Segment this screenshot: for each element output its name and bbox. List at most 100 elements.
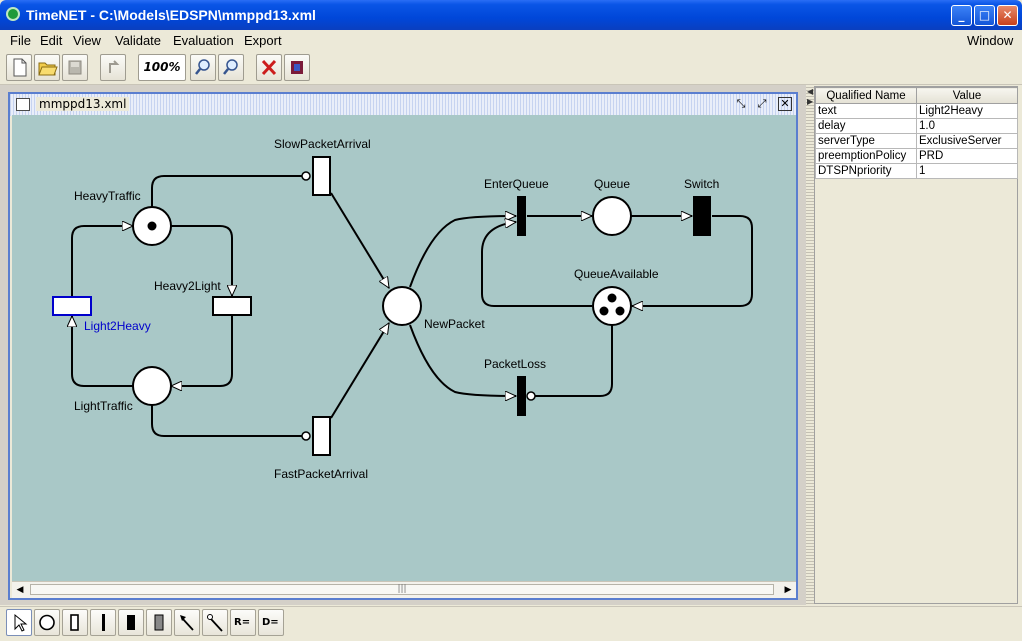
arc-light-to-fast[interactable] bbox=[151, 405, 302, 437]
element-palette: R= D= bbox=[0, 606, 1022, 641]
zoom-out-button[interactable] bbox=[218, 54, 244, 81]
exponential-transition-button[interactable] bbox=[62, 609, 88, 636]
menu-bar: File Edit View Validate Evaluation Expor… bbox=[0, 30, 1022, 53]
close-frame-icon[interactable]: ✕ bbox=[778, 97, 792, 111]
arc-newpacket-to-loss[interactable] bbox=[409, 324, 516, 396]
column-header-qualified-name[interactable]: Qualified Name bbox=[815, 87, 917, 104]
minimize-button[interactable]: _ bbox=[951, 5, 972, 26]
arc-slow-to-newpacket[interactable] bbox=[330, 192, 390, 288]
property-value[interactable]: Light2Heavy bbox=[916, 103, 1018, 119]
arc-switch-to-qavail[interactable] bbox=[632, 215, 753, 306]
general-transition-icon bbox=[154, 614, 164, 631]
delete-icon bbox=[261, 59, 277, 76]
label-light-traffic: LightTraffic bbox=[74, 399, 133, 413]
label-fast-packet-arrival: FastPacketArrival bbox=[274, 467, 368, 481]
document-icon bbox=[16, 98, 30, 111]
table-row[interactable]: serverType ExclusiveServer bbox=[815, 133, 1018, 149]
menu-window[interactable]: Window bbox=[967, 33, 1014, 48]
arc-fast-to-newpacket[interactable] bbox=[330, 323, 390, 419]
title-bar: TimeNET - C:\Models\EDSPN\mmppd13.xml _ … bbox=[0, 0, 1022, 30]
property-value[interactable]: ExclusiveServer bbox=[916, 133, 1018, 149]
label-switch: Switch bbox=[684, 177, 719, 191]
place-heavy-traffic[interactable] bbox=[132, 206, 172, 246]
zoom-level-field[interactable]: 100% bbox=[138, 54, 186, 81]
zoom-out-icon bbox=[223, 59, 238, 75]
close-button[interactable]: ✕ bbox=[997, 5, 1018, 26]
transition-switch[interactable] bbox=[693, 196, 711, 236]
label-queue: Queue bbox=[594, 177, 630, 191]
menu-validate[interactable]: Validate bbox=[115, 33, 162, 48]
definition-button[interactable]: D= bbox=[258, 609, 284, 636]
model-window-title-bar[interactable]: mmppd13.xml ⤡ ⤢ ✕ bbox=[10, 94, 796, 116]
menu-view[interactable]: View bbox=[73, 33, 101, 48]
table-row[interactable]: DTSPNpriority 1 bbox=[815, 163, 1018, 179]
document-name: mmppd13.xml bbox=[36, 97, 130, 111]
maximize-button[interactable]: □ bbox=[974, 5, 995, 26]
arc-qavail-to-enter[interactable] bbox=[481, 222, 592, 307]
undo-button[interactable] bbox=[100, 54, 126, 81]
property-name: text bbox=[815, 103, 917, 119]
table-row[interactable]: text Light2Heavy bbox=[815, 103, 1018, 119]
immediate-transition-button[interactable] bbox=[90, 609, 116, 636]
horizontal-scrollbar[interactable]: ◀ ||| ▶ bbox=[12, 581, 796, 598]
new-file-button[interactable] bbox=[6, 54, 32, 81]
arc-l2h-to-heavy[interactable] bbox=[71, 226, 133, 296]
inhibitor-arc-button[interactable] bbox=[202, 609, 228, 636]
property-name: DTSPNpriority bbox=[815, 163, 917, 179]
collapse-left-icon[interactable]: ◀ bbox=[807, 87, 814, 96]
petri-net-canvas[interactable]: SlowPacketArrival HeavyTraffic Heavy2Lig… bbox=[12, 115, 796, 581]
arc-heavy-to-slow[interactable] bbox=[151, 175, 302, 207]
menu-export[interactable]: Export bbox=[244, 33, 282, 48]
arc-qavail-to-loss[interactable] bbox=[535, 325, 613, 397]
select-tool-button[interactable] bbox=[6, 609, 32, 636]
maximize-frame-icon[interactable]: ⤢ bbox=[757, 97, 767, 110]
undo-icon bbox=[109, 60, 120, 73]
arc-heavy-to-h2l[interactable] bbox=[171, 225, 232, 296]
deterministic-transition-button[interactable] bbox=[118, 609, 144, 636]
property-value[interactable]: 1 bbox=[916, 163, 1018, 179]
transition-heavy2light[interactable] bbox=[212, 296, 252, 316]
label-heavy-traffic: HeavyTraffic bbox=[74, 189, 141, 203]
arc-tool-button[interactable] bbox=[174, 609, 200, 636]
transition-light2heavy[interactable] bbox=[52, 296, 92, 316]
menu-file[interactable]: File bbox=[10, 33, 31, 48]
transition-packet-loss[interactable] bbox=[517, 376, 526, 416]
arc-light-to-l2h[interactable] bbox=[72, 316, 133, 387]
split-pane-divider[interactable]: ◀ ▶ bbox=[806, 85, 814, 605]
place-queue[interactable] bbox=[592, 196, 632, 236]
transition-enter-queue[interactable] bbox=[517, 196, 526, 236]
validate-icon bbox=[291, 61, 303, 74]
property-value[interactable]: 1.0 bbox=[916, 118, 1018, 134]
menu-edit[interactable]: Edit bbox=[40, 33, 63, 48]
zoom-in-button[interactable] bbox=[190, 54, 216, 81]
properties-table: Qualified Name Value text Light2Heavy de… bbox=[815, 87, 1018, 179]
place-new-packet[interactable] bbox=[382, 286, 422, 326]
delete-button[interactable] bbox=[256, 54, 282, 81]
place-queue-available[interactable] bbox=[592, 286, 632, 326]
validate-button[interactable] bbox=[284, 54, 310, 81]
transition-fast-packet-arrival[interactable] bbox=[312, 416, 331, 456]
table-row[interactable]: preemptionPolicy PRD bbox=[815, 148, 1018, 164]
iconify-frame-icon[interactable]: ⤡ bbox=[736, 97, 746, 110]
collapse-right-icon[interactable]: ▶ bbox=[807, 97, 814, 106]
column-header-value[interactable]: Value bbox=[916, 87, 1018, 104]
table-row[interactable]: delay 1.0 bbox=[815, 118, 1018, 134]
save-button[interactable] bbox=[62, 54, 88, 81]
result-measure-button[interactable]: R= bbox=[230, 609, 256, 636]
inhibitor-fast bbox=[301, 431, 311, 441]
place-light-traffic[interactable] bbox=[132, 366, 172, 406]
inhibitor-loss bbox=[526, 391, 536, 401]
label-light2heavy: Light2Heavy bbox=[84, 319, 151, 333]
immediate-transition-icon bbox=[102, 614, 105, 631]
scroll-left-icon[interactable]: ◀ bbox=[16, 585, 24, 595]
place-tool-button[interactable] bbox=[34, 609, 60, 636]
arc-h2l-to-light[interactable] bbox=[171, 316, 233, 386]
scroll-right-icon[interactable]: ▶ bbox=[784, 585, 792, 595]
scroll-thumb[interactable]: ||| bbox=[30, 584, 774, 595]
transition-slow-packet-arrival[interactable] bbox=[312, 156, 331, 196]
general-transition-button[interactable] bbox=[146, 609, 172, 636]
menu-evaluation[interactable]: Evaluation bbox=[173, 33, 234, 48]
arc-newpacket-to-enter[interactable] bbox=[409, 216, 516, 288]
open-file-button[interactable] bbox=[34, 54, 60, 81]
property-value[interactable]: PRD bbox=[916, 148, 1018, 164]
